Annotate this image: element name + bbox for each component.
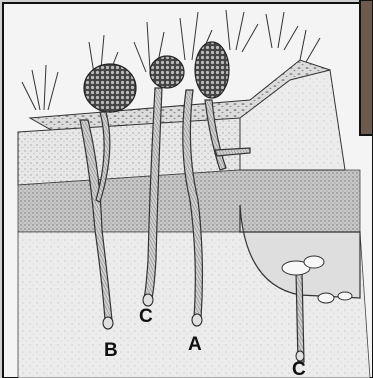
- inset-photo: [360, 0, 373, 135]
- label-b: B: [104, 340, 118, 361]
- label-c-right: C: [292, 359, 306, 378]
- label-a: A: [188, 334, 202, 355]
- label-c-left: C: [139, 306, 153, 327]
